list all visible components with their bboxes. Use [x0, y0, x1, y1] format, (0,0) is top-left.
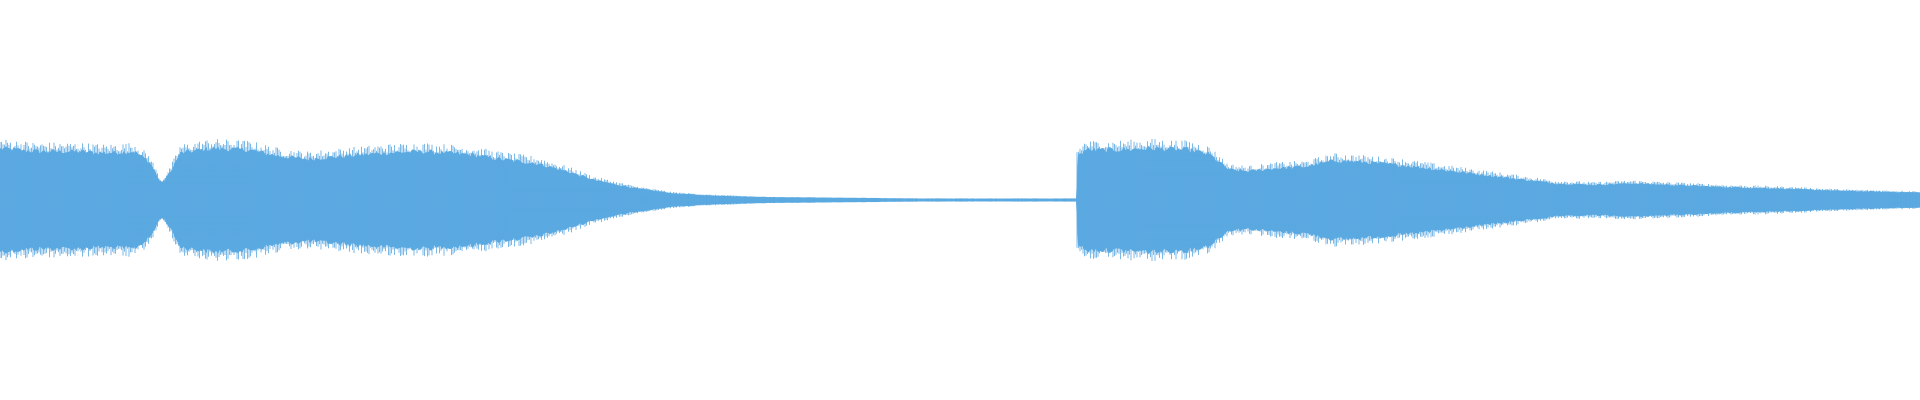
- audio-waveform[interactable]: [0, 0, 1920, 400]
- audio-waveform-view[interactable]: [0, 0, 1920, 400]
